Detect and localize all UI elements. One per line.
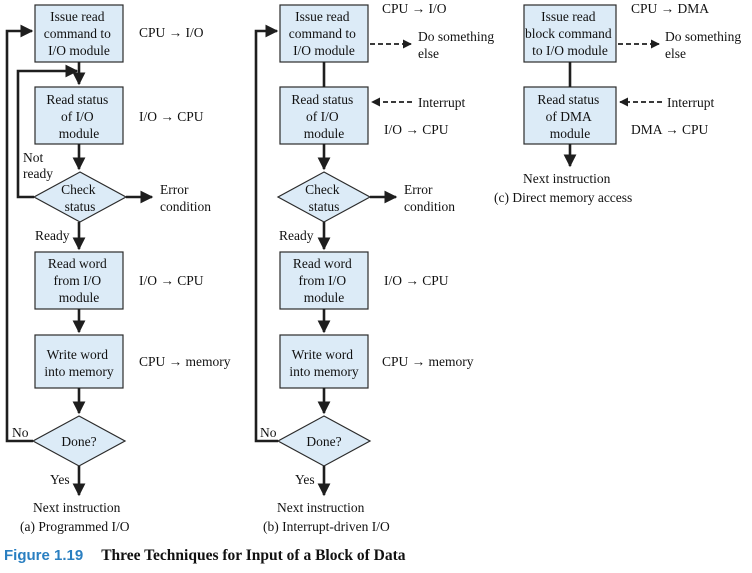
a-read-status-text: Read status of I/O module <box>46 92 111 141</box>
c-do-something-label: Do something else <box>665 29 745 61</box>
b-write-word-box <box>279 334 369 389</box>
b-flow-status-label: I/O → CPU <box>384 122 449 137</box>
b-read-word-text: Read word from I/O module <box>293 256 355 305</box>
a-error-label: Error condition <box>160 182 211 214</box>
panel-direct-memory-access: Issue read block command to I/O module C… <box>494 1 745 205</box>
b-yes-label: Yes <box>295 472 315 487</box>
a-not-ready-label: Not ready <box>23 150 53 181</box>
c-next-instruction: Next instruction <box>523 171 611 186</box>
b-write-word-text: Write word into memory <box>289 347 359 379</box>
c-caption: (c) Direct memory access <box>494 190 632 205</box>
c-flow-status-label: DMA → CPU <box>631 122 709 137</box>
b-read-word-box <box>279 251 369 310</box>
b-read-status-text: Read status of I/O module <box>291 92 356 141</box>
a-arrow-not-ready-loop <box>16 64 79 199</box>
b-flow-write-label: CPU → memory <box>382 354 474 369</box>
b-ready-label: Ready <box>279 228 314 243</box>
c-flow-issue-label: CPU → DMA <box>631 1 709 16</box>
b-arrow-no-loop <box>254 24 279 443</box>
a-next-instruction: Next instruction <box>33 500 121 515</box>
a-arrow-no-loop <box>5 24 34 443</box>
a-issue-read-text: Issue read command to I/O module <box>44 9 115 58</box>
a-done-text: Done? <box>61 434 96 449</box>
a-flow-status-label: I/O → CPU <box>139 109 204 124</box>
figure-title: Three Techniques for Input of a Block of… <box>101 547 406 564</box>
b-flow-read-label: I/O → CPU <box>384 273 449 288</box>
a-yes-label: Yes <box>50 472 70 487</box>
c-issue-read-text: Issue read block command to I/O module <box>525 9 615 58</box>
a-read-word-text: Read word from I/O module <box>48 256 110 305</box>
a-write-word-box <box>34 334 124 389</box>
c-interrupt-label: Interrupt <box>667 95 714 110</box>
b-caption: (b) Interrupt-driven I/O <box>263 519 390 534</box>
c-issue-read-box <box>523 4 617 63</box>
a-check-status-text: Check status <box>61 182 99 214</box>
c-read-status-box <box>523 86 617 145</box>
c-read-status-text: Read status of DMA module <box>537 92 602 141</box>
a-read-status-box <box>34 86 124 145</box>
a-caption: (a) Programmed I/O <box>20 519 130 534</box>
a-flow-write-label: CPU → memory <box>139 354 231 369</box>
a-issue-read-box <box>34 4 124 63</box>
b-done-text: Done? <box>306 434 341 449</box>
b-issue-read-box <box>279 4 369 63</box>
figure-caption: Figure 1.19 Three Techniques for Input o… <box>4 547 406 564</box>
a-write-word-text: Write word into memory <box>44 347 114 379</box>
b-interrupt-label: Interrupt <box>418 95 465 110</box>
b-next-instruction: Next instruction <box>277 500 365 515</box>
figure-number: Figure 1.19 <box>4 547 83 564</box>
a-ready-label: Ready <box>35 228 70 243</box>
panel-programmed-io: Issue read command to I/O module CPU → I… <box>5 4 231 534</box>
b-check-status-diamond <box>276 171 372 223</box>
panel-interrupt-driven-io: Issue read command to I/O module CPU → I… <box>254 1 498 534</box>
b-flow-issue-label: CPU → I/O <box>382 1 447 16</box>
b-error-label: Error condition <box>404 182 455 214</box>
a-no-label: No <box>12 425 29 440</box>
b-issue-read-text: Issue read command to I/O module <box>289 9 360 58</box>
b-check-status-text: Check status <box>305 182 343 214</box>
a-flow-issue-label: CPU → I/O <box>139 25 204 40</box>
a-read-word-box <box>34 251 124 310</box>
b-do-something-label: Do something else <box>418 29 498 61</box>
b-no-label: No <box>260 425 277 440</box>
a-flow-read-label: I/O → CPU <box>139 273 204 288</box>
